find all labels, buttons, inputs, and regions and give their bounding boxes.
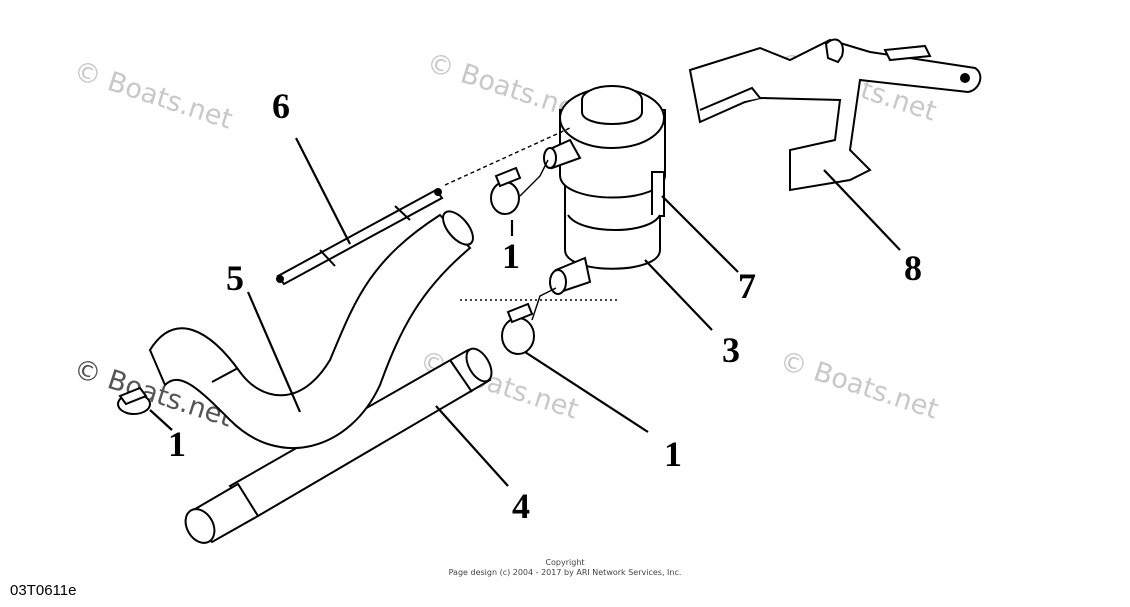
- watermark-1: © Boats.net: [70, 55, 236, 135]
- copyright-line-1: Copyright: [545, 558, 584, 567]
- callout-1-upper: 1: [502, 236, 520, 276]
- callout-5: 5: [226, 258, 244, 298]
- leader-lines: [149, 137, 901, 487]
- drawing-code: 03T0611e: [10, 582, 77, 599]
- assembly-lines: [444, 127, 620, 321]
- part-6-rod: [276, 188, 444, 286]
- callout-4: 4: [512, 486, 530, 526]
- part-4-hose: [184, 347, 493, 544]
- part-3-canister: [543, 85, 666, 295]
- callout-8: 8: [904, 248, 922, 288]
- part-5-curved-hose: [148, 210, 474, 449]
- watermark-5: © Boats.net: [776, 345, 942, 425]
- callout-3: 3: [722, 330, 740, 370]
- part-1-clamp-upper: [490, 166, 522, 215]
- callout-1-right: 1: [664, 434, 682, 474]
- callout-6: 6: [272, 86, 290, 126]
- copyright: Copyright Page design (c) 2004 - 2017 by…: [449, 558, 682, 577]
- part-1-clamp-lower: [501, 302, 535, 355]
- part-8-bracket: [688, 38, 982, 192]
- callouts: 6 5 1 7 8 3 1 1 4: [168, 86, 922, 526]
- part-1-clamp-left: [117, 386, 151, 415]
- callout-1-left: 1: [168, 424, 186, 464]
- callout-7: 7: [738, 266, 756, 306]
- copyright-line-2: Page design (c) 2004 - 2017 by ARI Netwo…: [449, 568, 682, 577]
